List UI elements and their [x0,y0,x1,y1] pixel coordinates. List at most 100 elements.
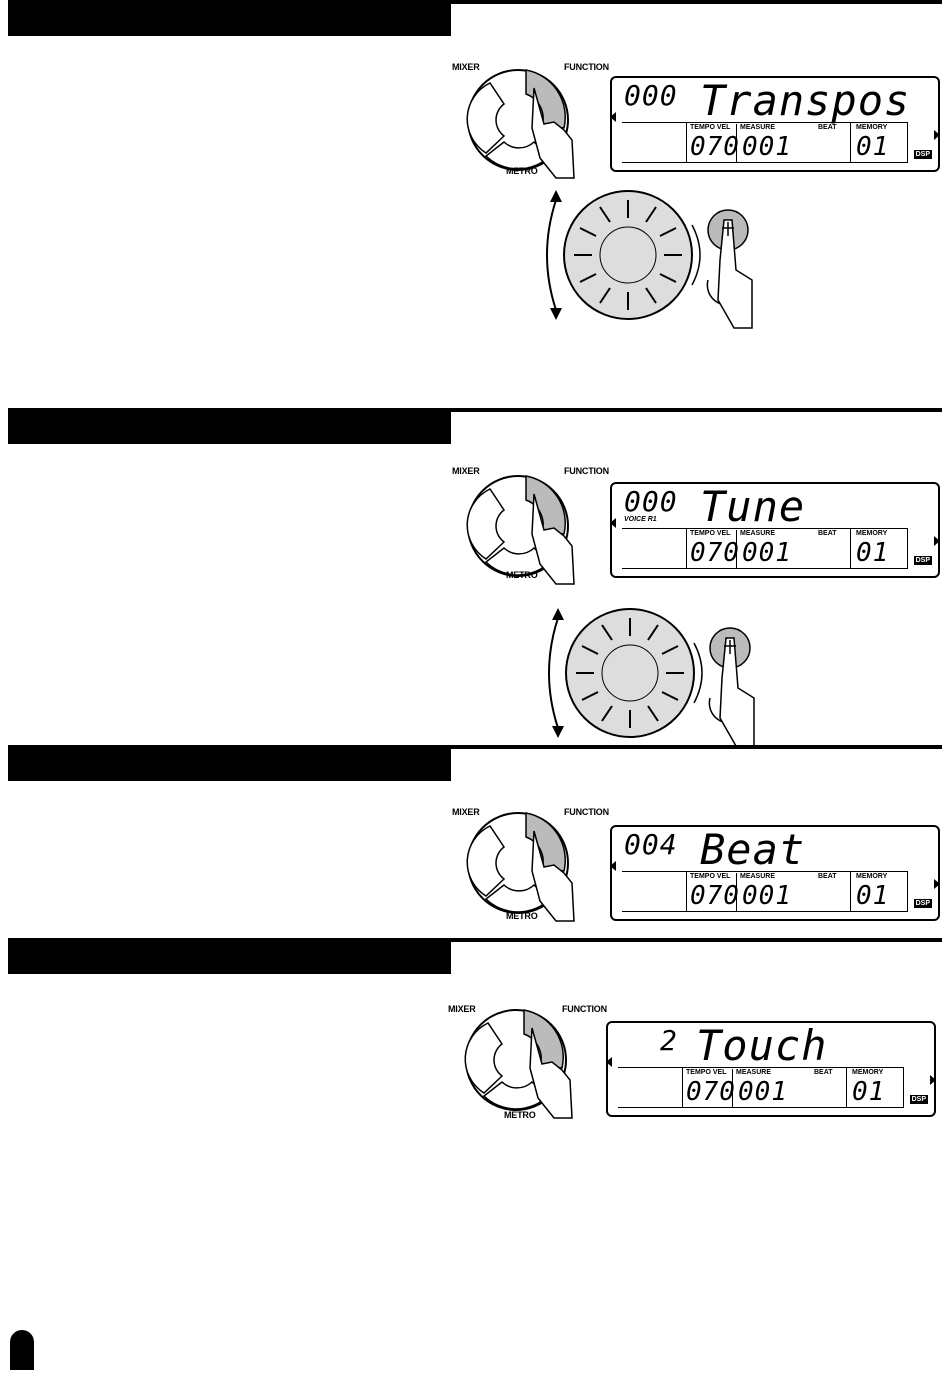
tempo-value: 070 [690,132,740,162]
measure-label: MEASURE [740,873,776,880]
measure-label: MEASURE [740,124,776,131]
right-arrow-icon [934,536,940,546]
section-header-bar [8,0,451,36]
beat-label: BEAT [818,873,837,880]
function-wheel-icon [464,1009,573,1119]
memory-label: MEMORY [852,1069,884,1076]
function-label: FUNCTION [564,62,609,72]
lcd-divider [622,911,908,912]
lcd-number: 000 [624,79,678,112]
lcd-divider [686,122,687,162]
lcd-divider [850,871,851,911]
lcd-display: 000 Tune VOICE R1 TEMPO VEL MEASURE BEAT… [610,482,940,578]
lcd-divider [907,528,908,568]
section-header-bar [8,408,451,444]
section-header-bar [8,745,451,781]
lcd-divider [622,528,908,529]
left-arrow-icon [606,1057,612,1067]
function-label: FUNCTION [564,807,609,817]
memory-value: 01 [856,881,890,911]
lcd-sub: VOICE R1 [624,516,657,523]
data-dial-icon [548,608,755,747]
left-arrow-icon [610,112,616,122]
metro-label: METRO [506,166,538,176]
left-arrow-icon [610,518,616,528]
tempo-vel-label: TEMPO VEL [686,1069,727,1076]
beat-label: BEAT [818,530,837,537]
section-rule [451,938,942,942]
lcd-number: 000 [624,485,678,518]
data-dial-control[interactable] [540,598,760,748]
left-arrow-icon [610,861,616,871]
lcd-divider [682,1067,683,1107]
dsp-badge: DSP [913,150,932,159]
tempo-value: 070 [690,538,740,568]
tempo-vel-label: TEMPO VEL [690,124,731,131]
data-dial-icon [546,190,753,329]
lcd-divider [618,1067,904,1068]
memory-label: MEMORY [856,873,888,880]
section-rule [451,0,942,4]
lcd-divider [850,528,851,568]
mixer-label: MIXER [448,1004,476,1014]
lcd-divider [622,122,908,123]
memory-label: MEMORY [856,530,888,537]
lcd-divider [732,1069,733,1107]
page-edge-tab [10,1330,34,1370]
memory-label: MEMORY [856,124,888,131]
function-wheel-icon [466,812,575,922]
section-rule [451,408,942,412]
dsp-badge: DSP [913,556,932,565]
lcd-divider [622,568,908,569]
measure-value: 001 [738,1077,788,1107]
tempo-value: 070 [690,881,740,911]
lcd-text: Touch [696,1021,828,1070]
dsp-badge: DSP [913,899,932,908]
metro-label: METRO [504,1110,536,1120]
data-dial-control[interactable] [538,180,758,330]
tempo-vel-label: TEMPO VEL [690,873,731,880]
function-button-control[interactable]: MIXER FUNCTION METRO [446,58,616,188]
function-label: FUNCTION [562,1004,607,1014]
lcd-display: 000 Transpos TEMPO VEL MEASURE BEAT MEMO… [610,76,940,172]
right-arrow-icon [934,130,940,140]
lcd-divider [622,162,908,163]
tempo-vel-label: TEMPO VEL [690,530,731,537]
lcd-display: 004 Beat TEMPO VEL MEASURE BEAT MEMORY 0… [610,825,940,921]
metro-label: METRO [506,570,538,580]
function-label: FUNCTION [564,466,609,476]
memory-value: 01 [856,132,890,162]
function-wheel-icon [466,475,575,585]
section-header-bar [8,938,451,974]
measure-value: 001 [742,132,792,162]
measure-value: 001 [742,538,792,568]
lcd-text: Tune [700,482,806,531]
beat-label: BEAT [818,124,837,131]
measure-value: 001 [742,881,792,911]
lcd-divider [736,124,737,162]
lcd-display: 2 Touch TEMPO VEL MEASURE BEAT MEMORY 07… [606,1021,936,1117]
lcd-divider [907,871,908,911]
lcd-number: 2 [660,1024,678,1057]
mixer-label: MIXER [452,807,480,817]
function-wheel-icon [466,69,575,179]
right-arrow-icon [934,879,940,889]
lcd-divider [686,528,687,568]
right-arrow-icon [930,1075,936,1085]
lcd-divider [736,873,737,911]
tempo-value: 070 [686,1077,736,1107]
function-button-control[interactable]: MIXER FUNCTION METRO [446,801,616,931]
lcd-divider [903,1067,904,1107]
lcd-divider [850,122,851,162]
lcd-divider [846,1067,847,1107]
function-button-control[interactable]: MIXER FUNCTION METRO [446,464,616,594]
function-button-control[interactable]: MIXER FUNCTION METRO [444,998,614,1128]
lcd-divider [736,530,737,568]
lcd-divider [907,122,908,162]
lcd-divider [622,871,908,872]
measure-label: MEASURE [740,530,776,537]
lcd-text: Transpos [700,76,911,125]
mixer-label: MIXER [452,62,480,72]
lcd-divider [618,1107,904,1108]
beat-label: BEAT [814,1069,833,1076]
